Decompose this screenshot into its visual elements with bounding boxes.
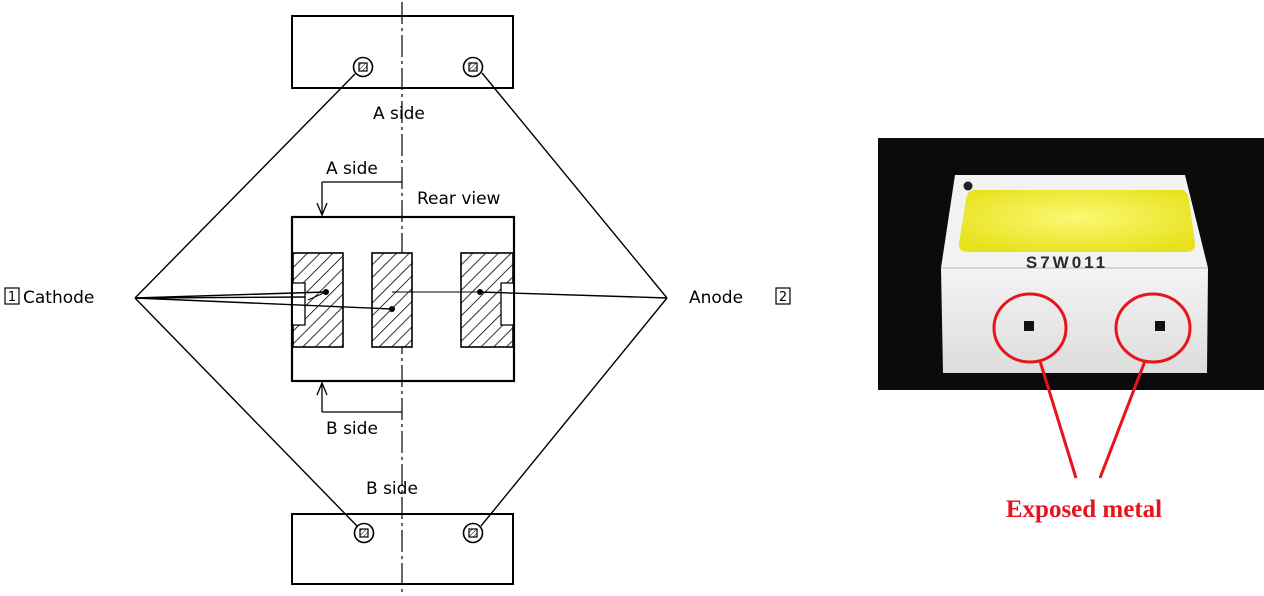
b-side-arrow-label: B side bbox=[326, 419, 378, 439]
pad-center bbox=[371, 252, 413, 348]
polarity-mark bbox=[963, 181, 973, 191]
bottom-view-b-side bbox=[291, 513, 514, 585]
exposed-metal-callout bbox=[992, 292, 1192, 479]
cathode-label: Cathode bbox=[23, 288, 94, 308]
phosphor-emitter bbox=[958, 190, 1196, 252]
rear-view bbox=[290, 215, 516, 383]
anode-number: 2 bbox=[779, 290, 787, 305]
top-view-a-side bbox=[291, 15, 514, 89]
anode-label: Anode bbox=[689, 288, 743, 308]
a-side-arrow-label: A side bbox=[326, 159, 378, 179]
highlight-circle-left bbox=[992, 292, 1068, 364]
b-side-indicator bbox=[316, 381, 402, 413]
exposed-metal-pad-left bbox=[1024, 321, 1034, 331]
terminal-symbol-right-bottom bbox=[462, 522, 484, 544]
anode-number-box: 2 bbox=[775, 287, 791, 305]
cathode-leader-lines bbox=[134, 73, 393, 527]
a-side-indicator bbox=[316, 181, 402, 217]
cathode-number: 1 bbox=[8, 290, 16, 305]
a-side-top-label: A side bbox=[373, 104, 425, 124]
exposed-metal-pad-right bbox=[1155, 321, 1165, 331]
led-package-photo: S7W011 bbox=[878, 138, 1264, 390]
terminal-symbol-left-bottom bbox=[353, 522, 375, 544]
anode-leader-lines bbox=[479, 72, 668, 527]
package-marking: S7W011 bbox=[1026, 253, 1108, 272]
cathode-number-box: 1 bbox=[4, 287, 20, 305]
terminal-symbol-left-top bbox=[352, 56, 374, 78]
highlight-circle-right bbox=[1114, 292, 1192, 364]
rear-view-label: Rear view bbox=[417, 189, 501, 209]
terminal-symbol-right-top bbox=[462, 56, 484, 78]
exposed-metal-label: Exposed metal bbox=[1006, 496, 1162, 523]
b-side-bottom-label: B side bbox=[366, 479, 418, 499]
